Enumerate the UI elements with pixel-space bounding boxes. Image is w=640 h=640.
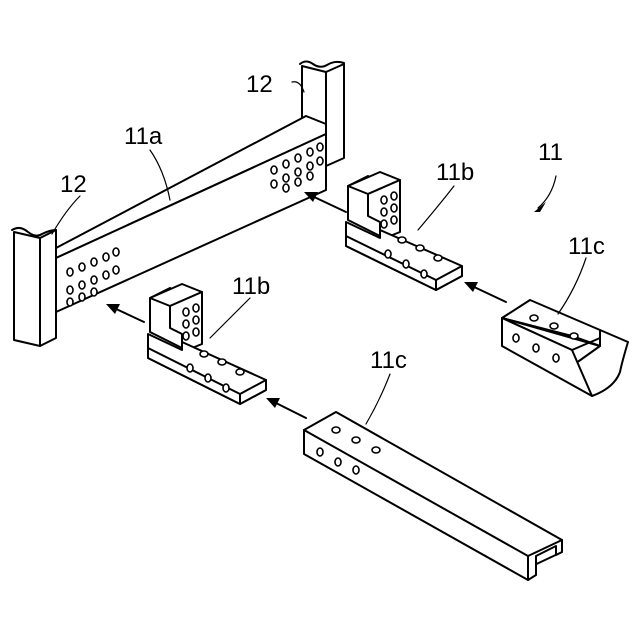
label-rail-upper: 11c xyxy=(568,233,605,260)
label-post-right: 12 xyxy=(246,71,273,98)
beam-11a xyxy=(56,116,326,312)
label-bracket-upper: 11b xyxy=(436,159,474,186)
bracket-11b-lower xyxy=(148,284,266,404)
rail-11c-lower xyxy=(304,412,562,580)
label-assembly: 11 xyxy=(538,139,563,166)
rail-11c-upper xyxy=(502,300,628,396)
label-post-left: 12 xyxy=(60,171,87,198)
label-beam: 11a xyxy=(124,123,163,150)
bracket-11b-upper xyxy=(346,172,462,290)
left-post xyxy=(12,228,56,346)
label-bracket-lower: 11b xyxy=(232,273,270,300)
label-rail-lower: 11c xyxy=(370,347,407,374)
